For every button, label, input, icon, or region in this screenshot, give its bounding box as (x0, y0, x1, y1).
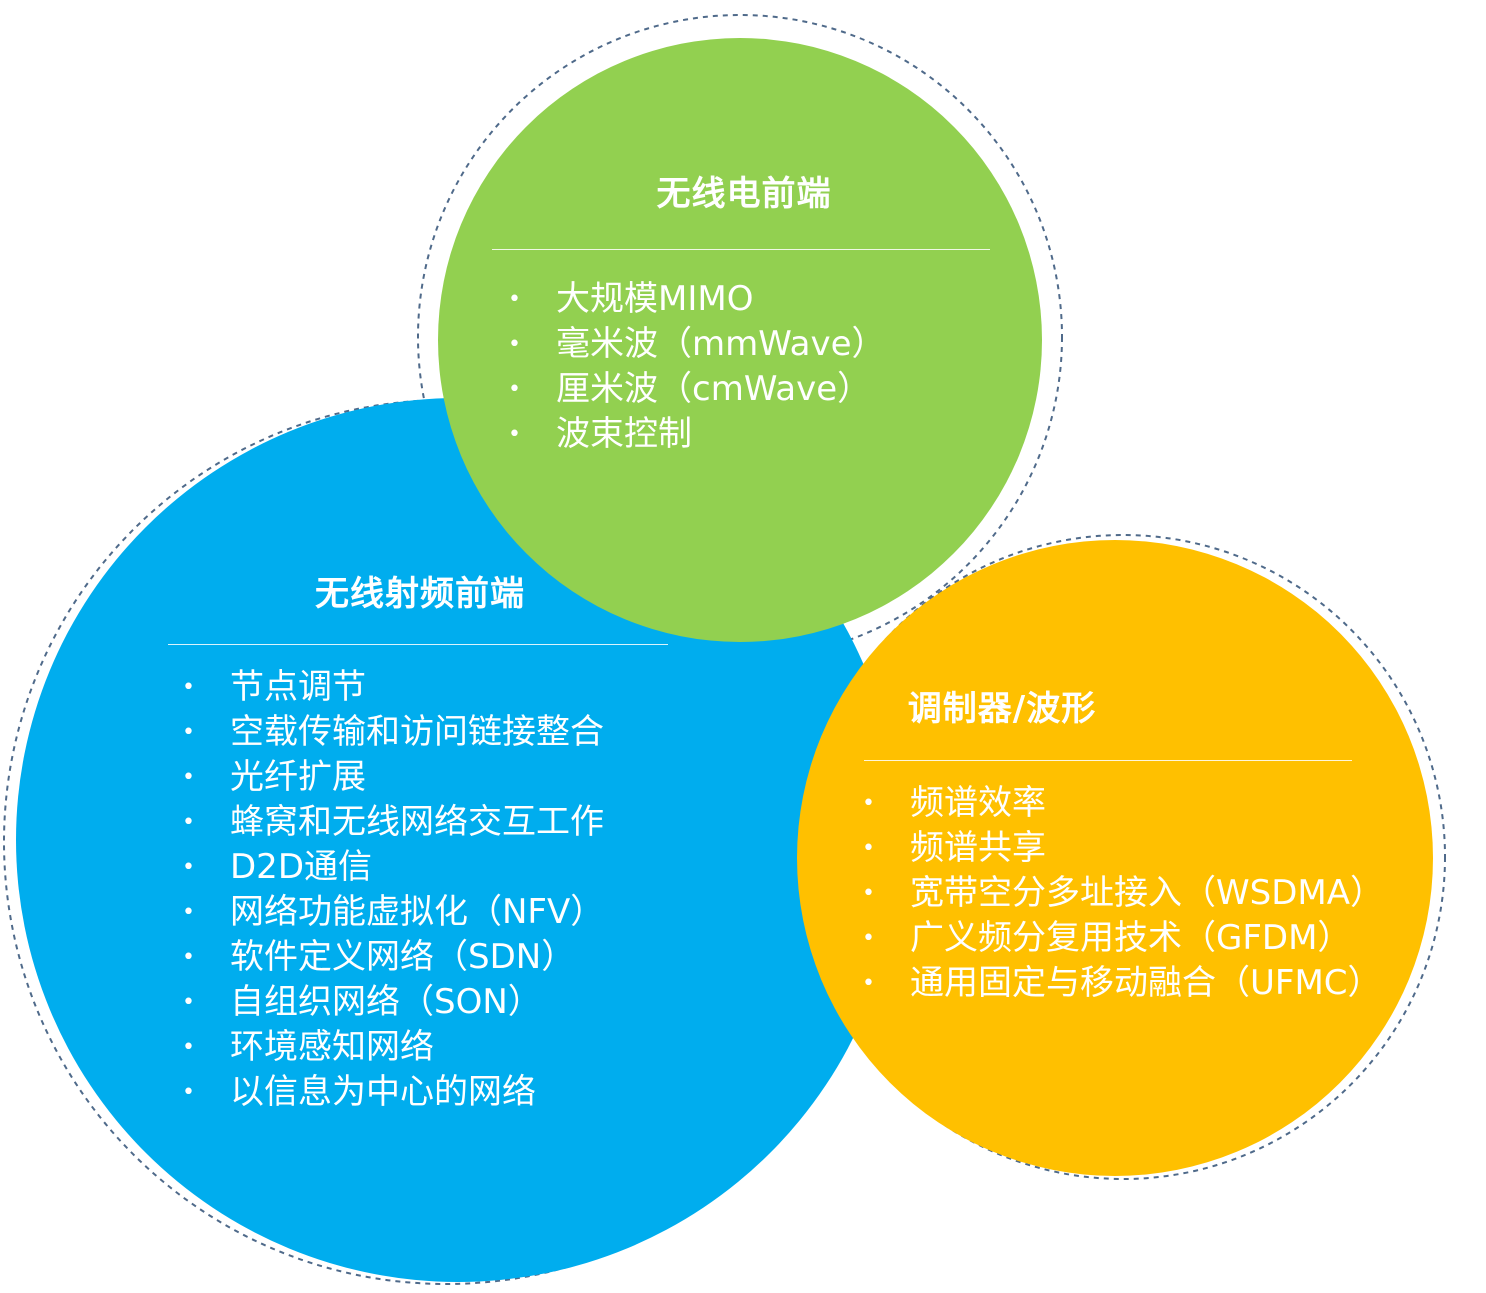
radio-frontend-panel: 无线电前端 •大规模MIMO •毫米波（mmWave） •厘米波（cmWave）… (492, 177, 996, 457)
blue-panel-title: 无线射频前端 (315, 574, 525, 614)
list-item: •空载传输和访问链接整合 (160, 710, 680, 755)
bullet-icon: • (182, 810, 195, 835)
list-item: •环境感知网络 (160, 1025, 680, 1070)
green-circle-outline (417, 14, 1063, 660)
bullet-icon: • (182, 945, 195, 970)
bullet-icon: • (182, 900, 195, 925)
blue-panel-divider (168, 644, 668, 645)
bullet-icon: • (508, 422, 521, 447)
list-item: •大规模MIMO (492, 277, 996, 322)
bullet-icon: • (862, 836, 875, 861)
bullet-icon: • (508, 287, 521, 312)
bullet-icon: • (182, 855, 195, 880)
list-item: •以信息为中心的网络 (160, 1070, 680, 1115)
list-item: •宽带空分多址接入（WSDMA） (862, 871, 1402, 916)
list-item: •网络功能虚拟化（NFV） (160, 890, 680, 935)
green-panel-divider (492, 249, 990, 250)
list-item: •D2D通信 (160, 845, 680, 890)
yellow-panel-title: 调制器/波形 (907, 689, 1097, 729)
bullet-icon: • (862, 926, 875, 951)
list-item: •广义频分复用技术（GFDM） (862, 916, 1402, 961)
green-panel-title: 无线电前端 (656, 174, 832, 214)
bullet-icon: • (508, 332, 521, 357)
bullet-icon: • (182, 1080, 195, 1105)
list-item: •通用固定与移动融合（UFMC） (862, 961, 1402, 1006)
bullet-icon: • (862, 791, 875, 816)
list-item: •节点调节 (160, 665, 680, 710)
green-circle (438, 38, 1042, 642)
yellow-panel-divider (864, 760, 1352, 761)
bullet-icon: • (182, 720, 195, 745)
bullet-icon: • (862, 881, 875, 906)
bullet-icon: • (182, 1035, 195, 1060)
list-item: •频谱共享 (862, 826, 1402, 871)
bullet-icon: • (182, 990, 195, 1015)
list-item: •毫米波（mmWave） (492, 322, 996, 367)
wireless-rf-frontend-panel: 无线射频前端 •节点调节 •空载传输和访问链接整合 •光纤扩展 •蜂窝和无线网络… (160, 577, 680, 1115)
bullet-icon: • (182, 765, 195, 790)
bullet-icon: • (182, 675, 195, 700)
list-item: •频谱效率 (862, 781, 1402, 826)
bullet-icon: • (508, 377, 521, 402)
list-item: •厘米波（cmWave） (492, 367, 996, 412)
bullet-icon: • (862, 971, 875, 996)
modulator-waveform-panel: 调制器/波形 •频谱效率 •频谱共享 •宽带空分多址接入（WSDMA） •广义频… (862, 692, 1402, 1006)
green-panel-list: •大规模MIMO •毫米波（mmWave） •厘米波（cmWave） •波束控制 (492, 277, 996, 457)
list-item: •波束控制 (492, 412, 996, 457)
list-item: •蜂窝和无线网络交互工作 (160, 800, 680, 845)
blue-panel-list: •节点调节 •空载传输和访问链接整合 •光纤扩展 •蜂窝和无线网络交互工作 •D… (160, 665, 680, 1115)
yellow-circle (797, 540, 1433, 1176)
yellow-panel-list: •频谱效率 •频谱共享 •宽带空分多址接入（WSDMA） •广义频分复用技术（G… (862, 781, 1402, 1006)
list-item: •光纤扩展 (160, 755, 680, 800)
list-item: •自组织网络（SON） (160, 980, 680, 1025)
list-item: •软件定义网络（SDN） (160, 935, 680, 980)
